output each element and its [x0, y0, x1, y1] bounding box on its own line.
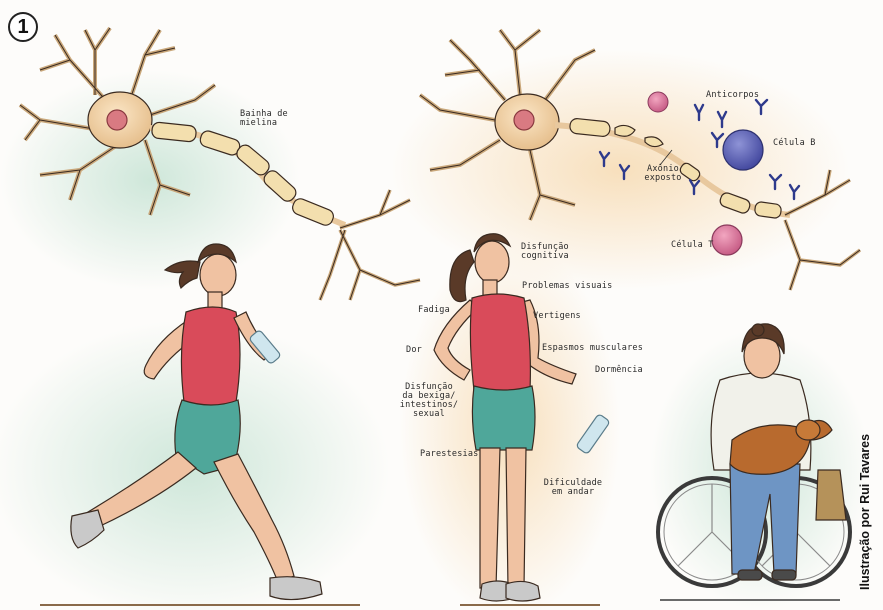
antibodies-label: Anticorpos	[706, 91, 759, 100]
t-cell-label: Célula T	[671, 241, 714, 250]
exposed-axon-label: Axônio exposto	[638, 165, 688, 183]
symptom-visual-label: Problemas visuais	[522, 282, 612, 291]
illustration-credit: Ilustração por Rui Tavares	[858, 434, 872, 590]
symptom-numbness-label: Dormência	[595, 366, 643, 375]
symptom-pain-label: Dor	[406, 346, 422, 355]
symptom-bladder-label: Disfunção da bexiga/ intestinos/ sexual	[398, 383, 460, 419]
symptom-fatigue-label: Fadiga	[418, 306, 450, 315]
t-cell-icon	[712, 225, 742, 255]
symptom-paresthesia-label: Parestesias	[420, 450, 479, 459]
symptom-spasms-label: Espasmos musculares	[542, 344, 643, 353]
symptom-vertigo-label: Vertigens	[533, 312, 581, 321]
symptom-cognitive-label: Disfunção cognitiva	[521, 243, 573, 261]
b-cell-icon	[723, 130, 763, 170]
panel-number-badge: 1	[8, 12, 38, 42]
myelin-sheath-label: Bainha de mielina	[240, 110, 296, 128]
symptom-walking-label: Dificuldade em andar	[543, 479, 603, 497]
b-cell-label: Célula B	[773, 139, 816, 148]
small-t-cell-icon	[648, 92, 668, 112]
